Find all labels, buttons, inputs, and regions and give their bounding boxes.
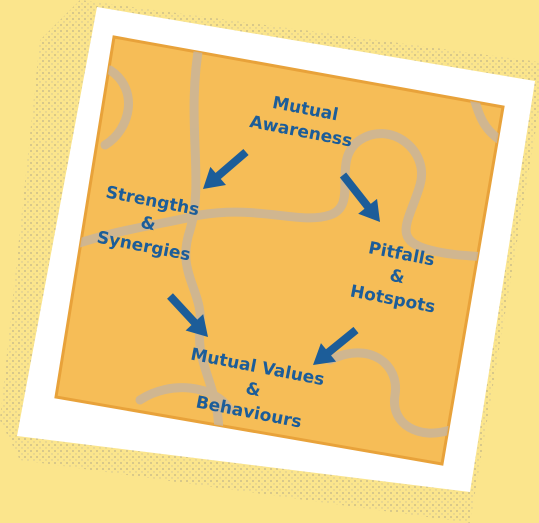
arrow-mutual-awareness-to-pitfalls-hotspots	[339, 172, 380, 222]
arrow-head	[358, 198, 380, 222]
arrow-shaft	[324, 326, 359, 357]
arrow-shaft	[214, 148, 249, 181]
arrow-pitfalls-hotspots-to-mutual-values-behaviours	[313, 326, 359, 365]
arrow-shaft	[167, 293, 199, 327]
arrow-head	[185, 314, 208, 337]
arrow-head	[313, 343, 337, 365]
arrow-strengths-synergies-to-mutual-values-behaviours	[167, 293, 208, 337]
arrow-mutual-awareness-to-strengths-synergies	[203, 148, 249, 189]
arrows	[167, 148, 380, 365]
arrow-head	[203, 166, 226, 189]
card-panel	[54, 35, 505, 466]
arrow-shaft	[339, 172, 373, 211]
